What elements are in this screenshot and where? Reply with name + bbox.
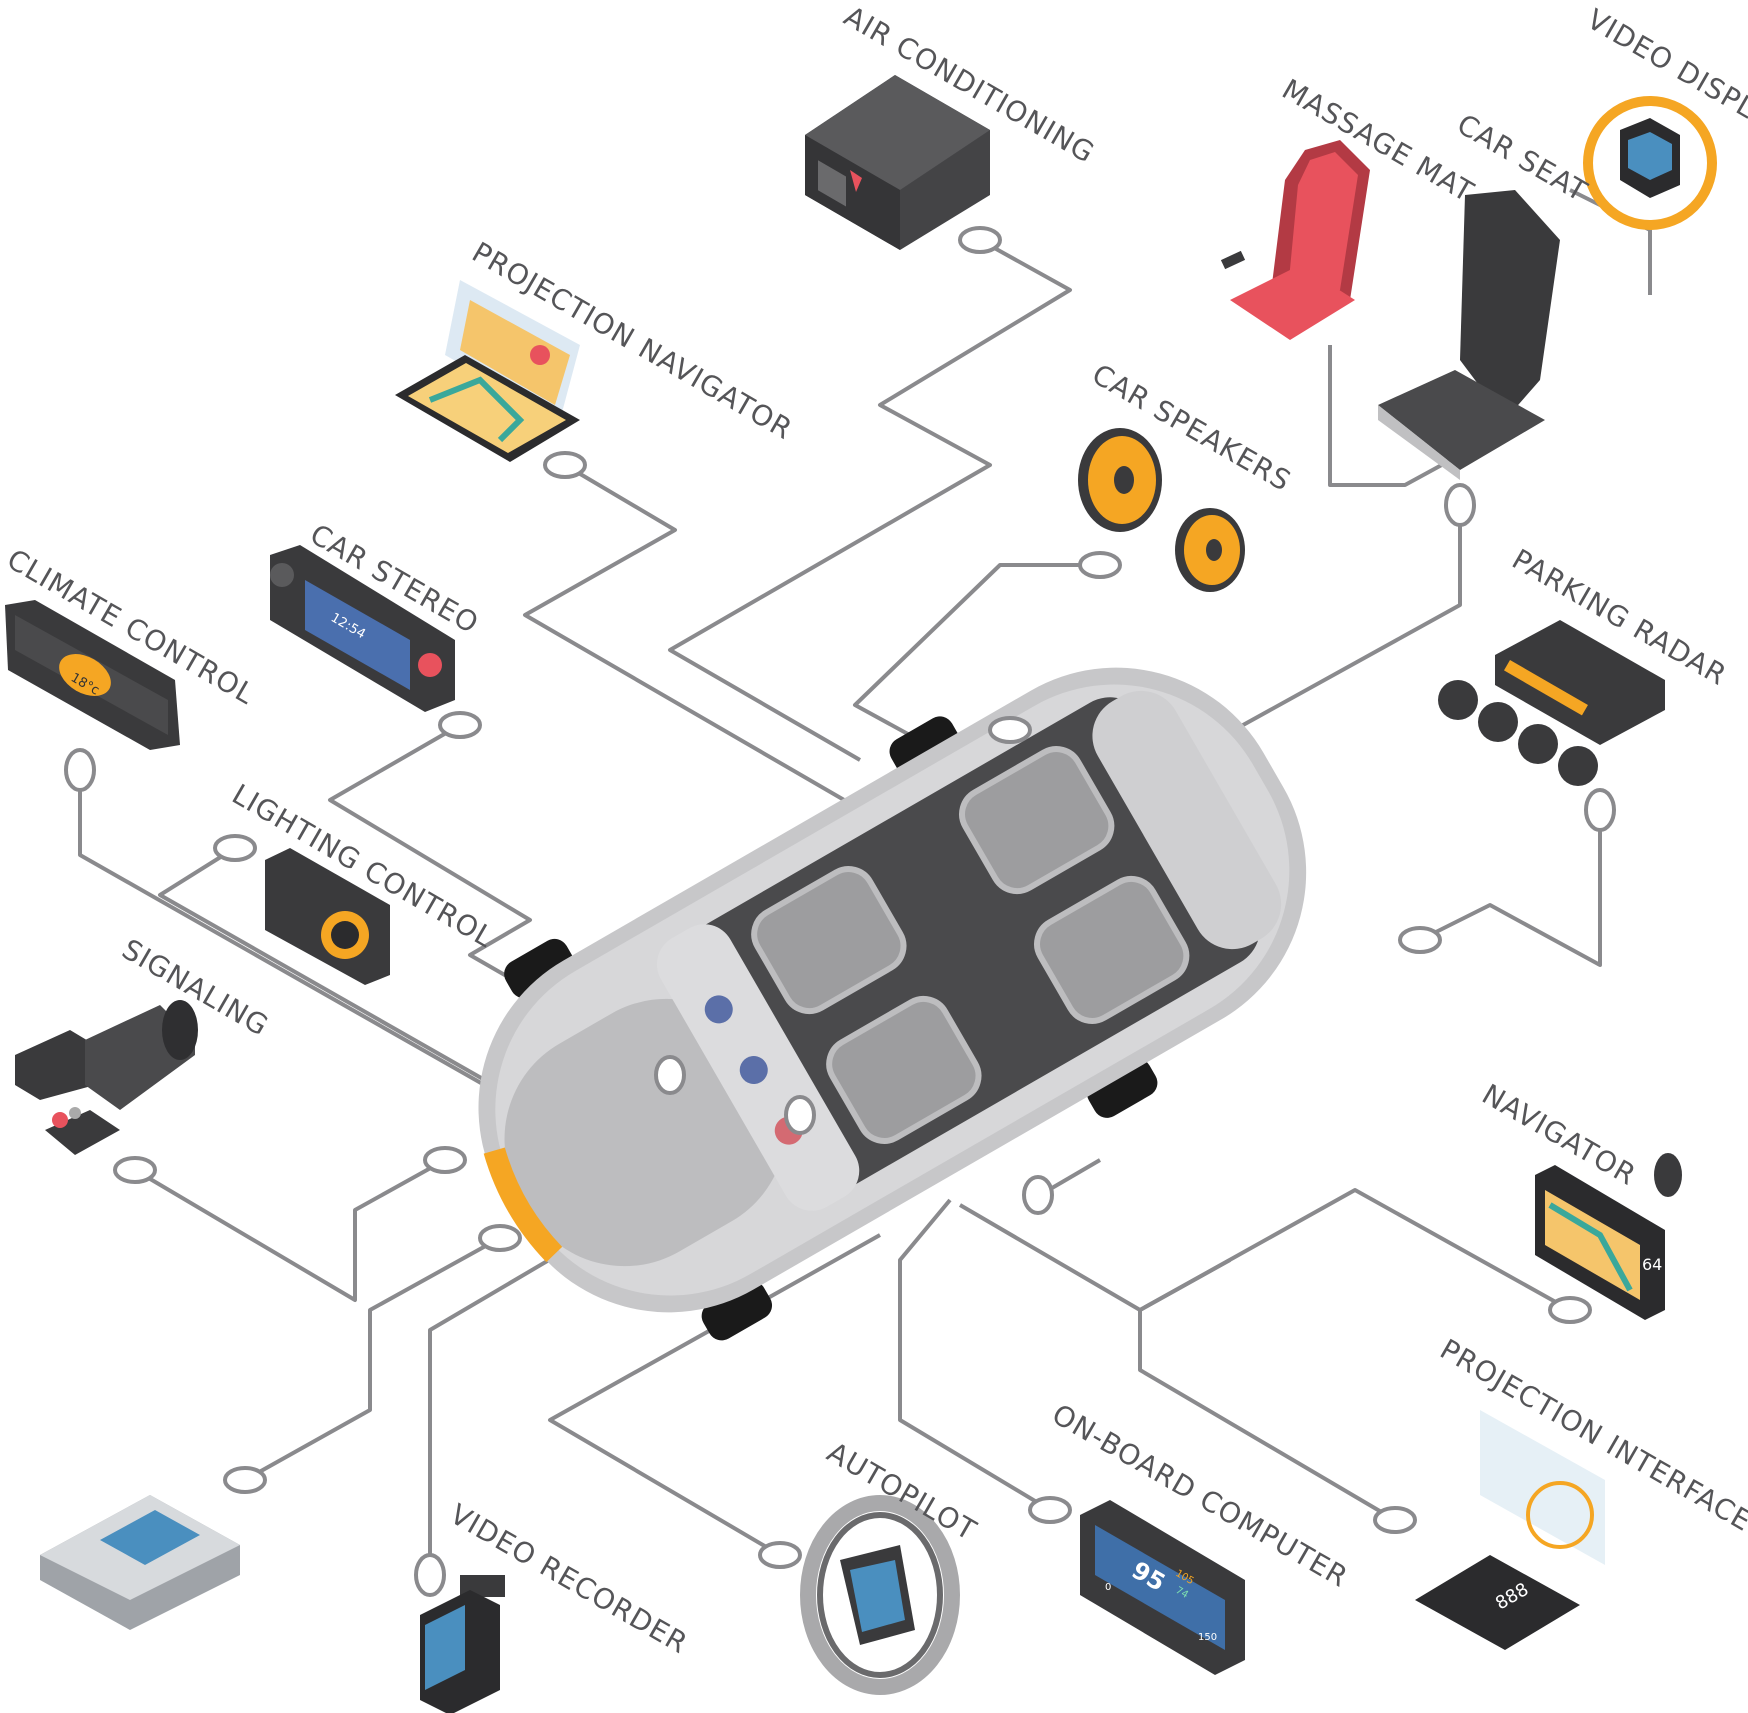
massage-mat-icon <box>1220 140 1370 340</box>
projection-navigator-icon <box>395 280 580 462</box>
computer-scale-max: 150 <box>1198 1632 1217 1643</box>
video-display-icon <box>1583 96 1717 230</box>
car-speakers-icon <box>1078 428 1245 592</box>
lighting-control-icon <box>265 848 390 985</box>
navigator-icon: 64 <box>1535 1153 1682 1320</box>
car-stereo-icon: 12:54 <box>270 545 455 712</box>
label-car-seat: CAR SEAT <box>1452 107 1594 208</box>
projection-interface-icon: 888 <box>1415 1410 1605 1650</box>
video-recorder-icon <box>420 1575 505 1713</box>
control-unit-icon <box>40 1495 240 1630</box>
climate-control-icon: 18°c <box>5 600 180 750</box>
parking-radar-icon <box>1438 620 1665 786</box>
autopilot-icon <box>800 1495 960 1695</box>
connector-nodes <box>64 226 1616 1597</box>
car-seat-icon <box>1378 190 1560 480</box>
air-conditioning-icon <box>805 75 990 250</box>
car-illustration <box>478 667 1307 1341</box>
navigator-speed-readout: 64 <box>1642 1255 1662 1274</box>
signaling-icon <box>15 1000 198 1155</box>
computer-scale-min: 0 <box>1105 1582 1111 1593</box>
on-board-computer-icon: 95 105 74 0 150 <box>1080 1500 1245 1675</box>
